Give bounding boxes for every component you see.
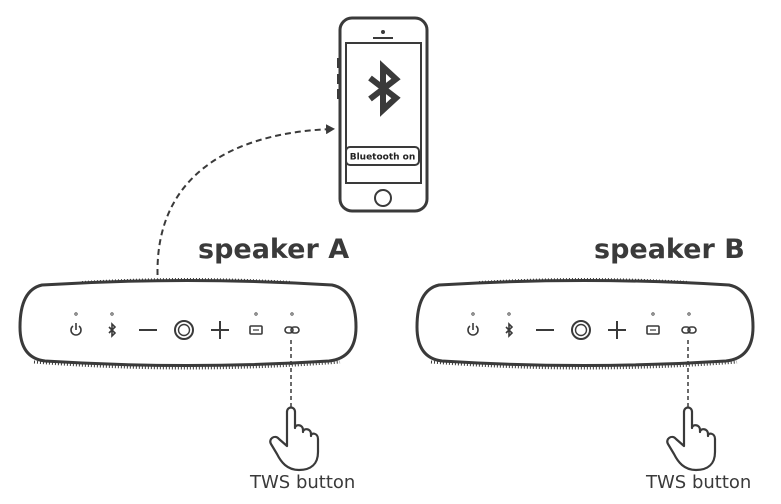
- speaker-b: [417, 279, 753, 368]
- tws-label-a: TWS button: [250, 472, 355, 493]
- phone-side-button: [337, 74, 340, 84]
- speaker-a: [20, 279, 356, 368]
- phone: Bluetooth on: [337, 18, 427, 211]
- speaker-a-title: speaker A: [198, 234, 349, 265]
- phone-side-button: [337, 89, 340, 99]
- bluetooth-status-label: Bluetooth on: [350, 153, 416, 163]
- phone-camera: [381, 30, 385, 34]
- pointing-hand-icon: [270, 408, 318, 471]
- phone-home-button: [375, 190, 391, 206]
- tws-label-b: TWS button: [646, 472, 751, 493]
- pointing-hand-icon: [667, 408, 715, 471]
- phone-side-button: [337, 58, 340, 68]
- speaker-b-title: speaker B: [594, 234, 745, 265]
- phone-speaker-slot: [373, 37, 393, 39]
